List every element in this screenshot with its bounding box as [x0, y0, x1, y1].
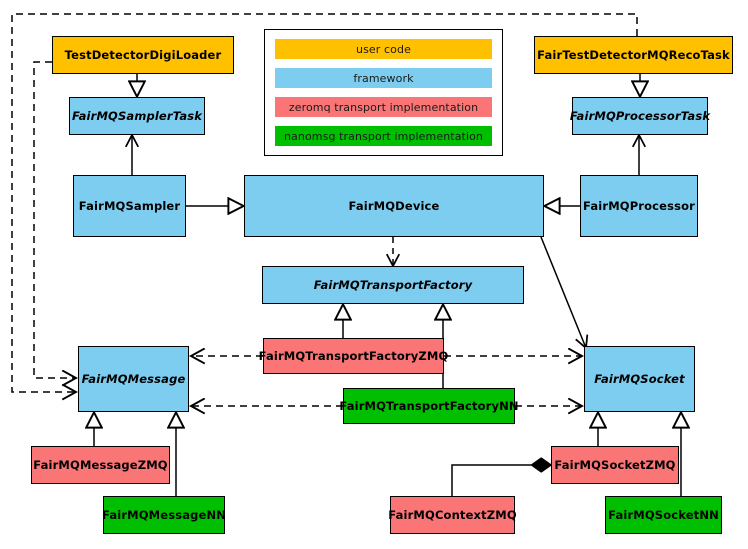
class-box-fairmqsocketzmq[interactable]: FairMQSocketZMQ — [551, 446, 679, 484]
class-box-fairmqsampler[interactable]: FairMQSampler — [73, 175, 186, 237]
class-box-fairmqtransportfactory[interactable]: FairMQTransportFactory — [262, 266, 524, 304]
class-label-fairmqsocketnn: FairMQSocketNN — [608, 507, 719, 522]
class-box-fairmqmessagenn[interactable]: FairMQMessageNN — [102, 496, 226, 534]
class-box-fairmqsocketnn[interactable]: FairMQSocketNN — [605, 496, 722, 534]
class-label-fairmqmessagenn: FairMQMessageNN — [102, 507, 226, 522]
class-box-fairmqprocessor[interactable]: FairMQProcessor — [580, 175, 698, 237]
class-box-fairmqsocket[interactable]: FairMQSocket — [584, 346, 695, 412]
class-label-testdetectordigiloader: TestDetectorDigiLoader — [64, 47, 222, 62]
class-label-fairmqprocessortask: FairMQProcessorTask — [569, 108, 711, 123]
class-label-fairmqprocessor: FairMQProcessor — [583, 198, 695, 213]
class-box-fairtestdetectormqrecotask[interactable]: FairTestDetectorMQRecoTask — [534, 36, 733, 74]
legend-label-zeromq: zeromq transport implementation — [288, 100, 479, 114]
class-box-fairmqdevice[interactable]: FairMQDevice — [244, 175, 544, 237]
class-label-fairmqmessagezmq: FairMQMessageZMQ — [33, 457, 168, 472]
class-box-fairmqtransportfactoryzmq[interactable]: FairMQTransportFactoryZMQ — [259, 338, 448, 374]
legend-label-nanomsg: nanomsg transport implementation — [283, 129, 484, 143]
class-box-fairmqprocessortask[interactable]: FairMQProcessorTask — [569, 97, 711, 135]
edge-contextzmq-to-socketzmq — [451, 465, 551, 496]
class-box-fairmqsamplertask[interactable]: FairMQSamplerTask — [69, 97, 205, 135]
legend-item-user-code: user code — [275, 39, 492, 59]
legend-item-zeromq: zeromq transport implementation — [275, 97, 492, 117]
class-box-fairmqmessage[interactable]: FairMQMessage — [78, 346, 189, 412]
edge-device-to-socket — [540, 236, 589, 350]
class-box-fairmqmessagezmq[interactable]: FairMQMessageZMQ — [31, 446, 170, 484]
class-label-fairmqcontextzmq: FairMQContextZMQ — [388, 507, 517, 522]
legend-label-user-code: user code — [356, 42, 411, 56]
legend-item-framework: framework — [275, 68, 492, 88]
class-label-fairmqsamplertask: FairMQSamplerTask — [71, 108, 203, 123]
class-box-testdetectordigiloader[interactable]: TestDetectorDigiLoader — [52, 36, 234, 74]
class-label-fairmqsampler: FairMQSampler — [78, 198, 181, 213]
legend-label-framework: framework — [353, 71, 414, 85]
class-label-fairmqsocket: FairMQSocket — [594, 371, 685, 386]
class-label-fairmqdevice: FairMQDevice — [348, 198, 440, 213]
class-label-fairmqmessage: FairMQMessage — [81, 371, 186, 386]
class-label-fairmqtransportfactorynn: FairMQTransportFactoryNN — [339, 398, 519, 413]
class-label-fairmqtransportfactoryzmq: FairMQTransportFactoryZMQ — [258, 348, 449, 363]
class-box-fairmqcontextzmq[interactable]: FairMQContextZMQ — [388, 496, 517, 534]
class-label-fairmqsocketzmq: FairMQSocketZMQ — [554, 457, 676, 472]
legend: user code framework zeromq transport imp… — [264, 29, 503, 156]
class-label-fairmqtransportfactory: FairMQTransportFactory — [313, 277, 473, 292]
class-box-fairmqtransportfactorynn[interactable]: FairMQTransportFactoryNN — [339, 388, 519, 424]
class-label-fairtestdetectormqrecotask: FairTestDetectorMQRecoTask — [537, 47, 730, 62]
legend-item-nanomsg: nanomsg transport implementation — [275, 126, 492, 146]
